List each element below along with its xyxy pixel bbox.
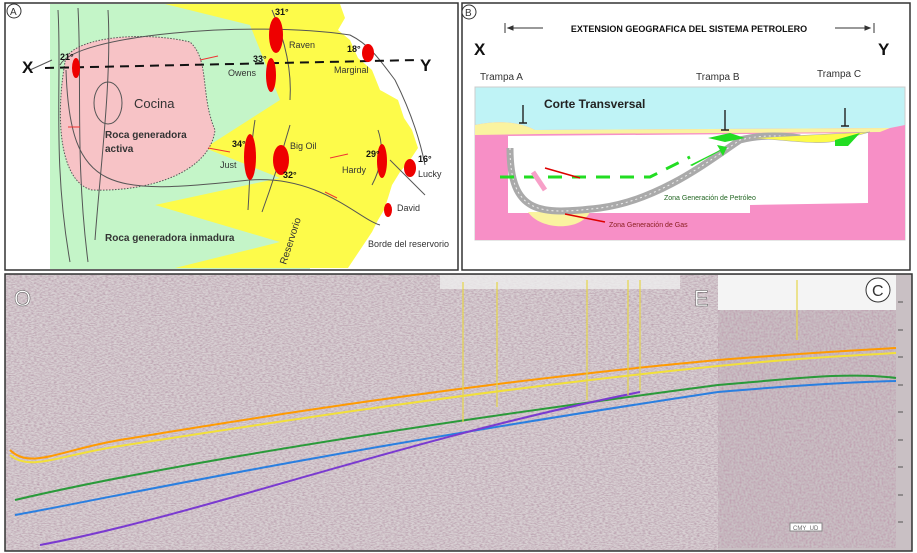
panel-a-map: A X Y 21° Cocina Roca generadora activa … <box>4 2 459 271</box>
panel-b-badge: B <box>465 8 472 19</box>
active-source-label-2: activa <box>105 144 134 155</box>
field-name: Marginal <box>334 65 369 75</box>
trap-icons <box>72 17 416 217</box>
trap-c-label: Trampa C <box>817 69 861 80</box>
trap-b-label: Trampa B <box>696 72 740 83</box>
field-angle: 34° <box>232 139 246 149</box>
field-angle: 31° <box>275 7 289 17</box>
west-label: O <box>14 286 31 311</box>
field-name: Lucky <box>418 169 442 179</box>
map-x-label: X <box>22 58 34 77</box>
horizons <box>9 347 897 546</box>
panel-a-badge: A <box>10 7 17 18</box>
field-labels: Raven 31° Owens 33° Marginal 18° Just 34… <box>220 7 442 213</box>
panel-c-seismic: O E C CMY_UD <box>4 273 913 552</box>
active-source-label-1: Roca generadora <box>105 130 187 141</box>
gas-zone-label: Zona Generación de Gas <box>609 222 688 229</box>
field-name: David <box>397 203 420 213</box>
section-line-xy <box>44 59 419 69</box>
well-lines <box>462 280 798 422</box>
scale-box-label: CMY_UD <box>793 526 819 532</box>
trap-a-label: Trampa A <box>480 72 523 83</box>
migration-arrow <box>530 170 548 192</box>
field-angle: 18° <box>347 44 361 54</box>
section-y-label: Y <box>878 40 890 59</box>
kitchen-zone <box>59 35 216 191</box>
migration-arrows <box>68 55 349 199</box>
west-angle: 21° <box>60 52 74 62</box>
field-name: Owens <box>228 68 257 78</box>
extent-title: EXTENSION GEOGRAFICA DEL SISTEMA PETROLE… <box>571 24 807 34</box>
section-title: Corte Transversal <box>544 97 645 111</box>
east-label: E <box>694 286 709 311</box>
oil-window-line <box>500 155 691 179</box>
depth-ticks <box>898 301 903 523</box>
field-name: Raven <box>289 40 315 50</box>
field-name: Big Oil <box>290 141 317 151</box>
field-name: Just <box>220 160 237 170</box>
oil-zone-label: Zona Generación de Petróleo <box>664 195 756 202</box>
map-y-label: Y <box>420 56 432 75</box>
field-angle: 33° <box>253 54 267 64</box>
rig-icons <box>519 105 849 131</box>
panel-b-cross-section: B EXTENSION GEOGRAFICA DEL SISTEMA PETRO… <box>461 2 911 271</box>
field-name: Hardy <box>342 165 367 175</box>
kitchen-label: Cocina <box>134 96 175 111</box>
extent-arrow <box>506 25 872 31</box>
immature-source-label: Roca generadora inmadura <box>105 233 235 244</box>
panel-c-badge: C <box>872 283 884 300</box>
carrier-bed <box>506 132 801 215</box>
field-angle: 32° <box>283 170 297 180</box>
reservoir-edge-label: Borde del reservorio <box>368 239 449 249</box>
section-x-label: X <box>474 40 486 59</box>
field-angle: 16° <box>418 154 432 164</box>
field-angle: 29° <box>366 149 380 159</box>
